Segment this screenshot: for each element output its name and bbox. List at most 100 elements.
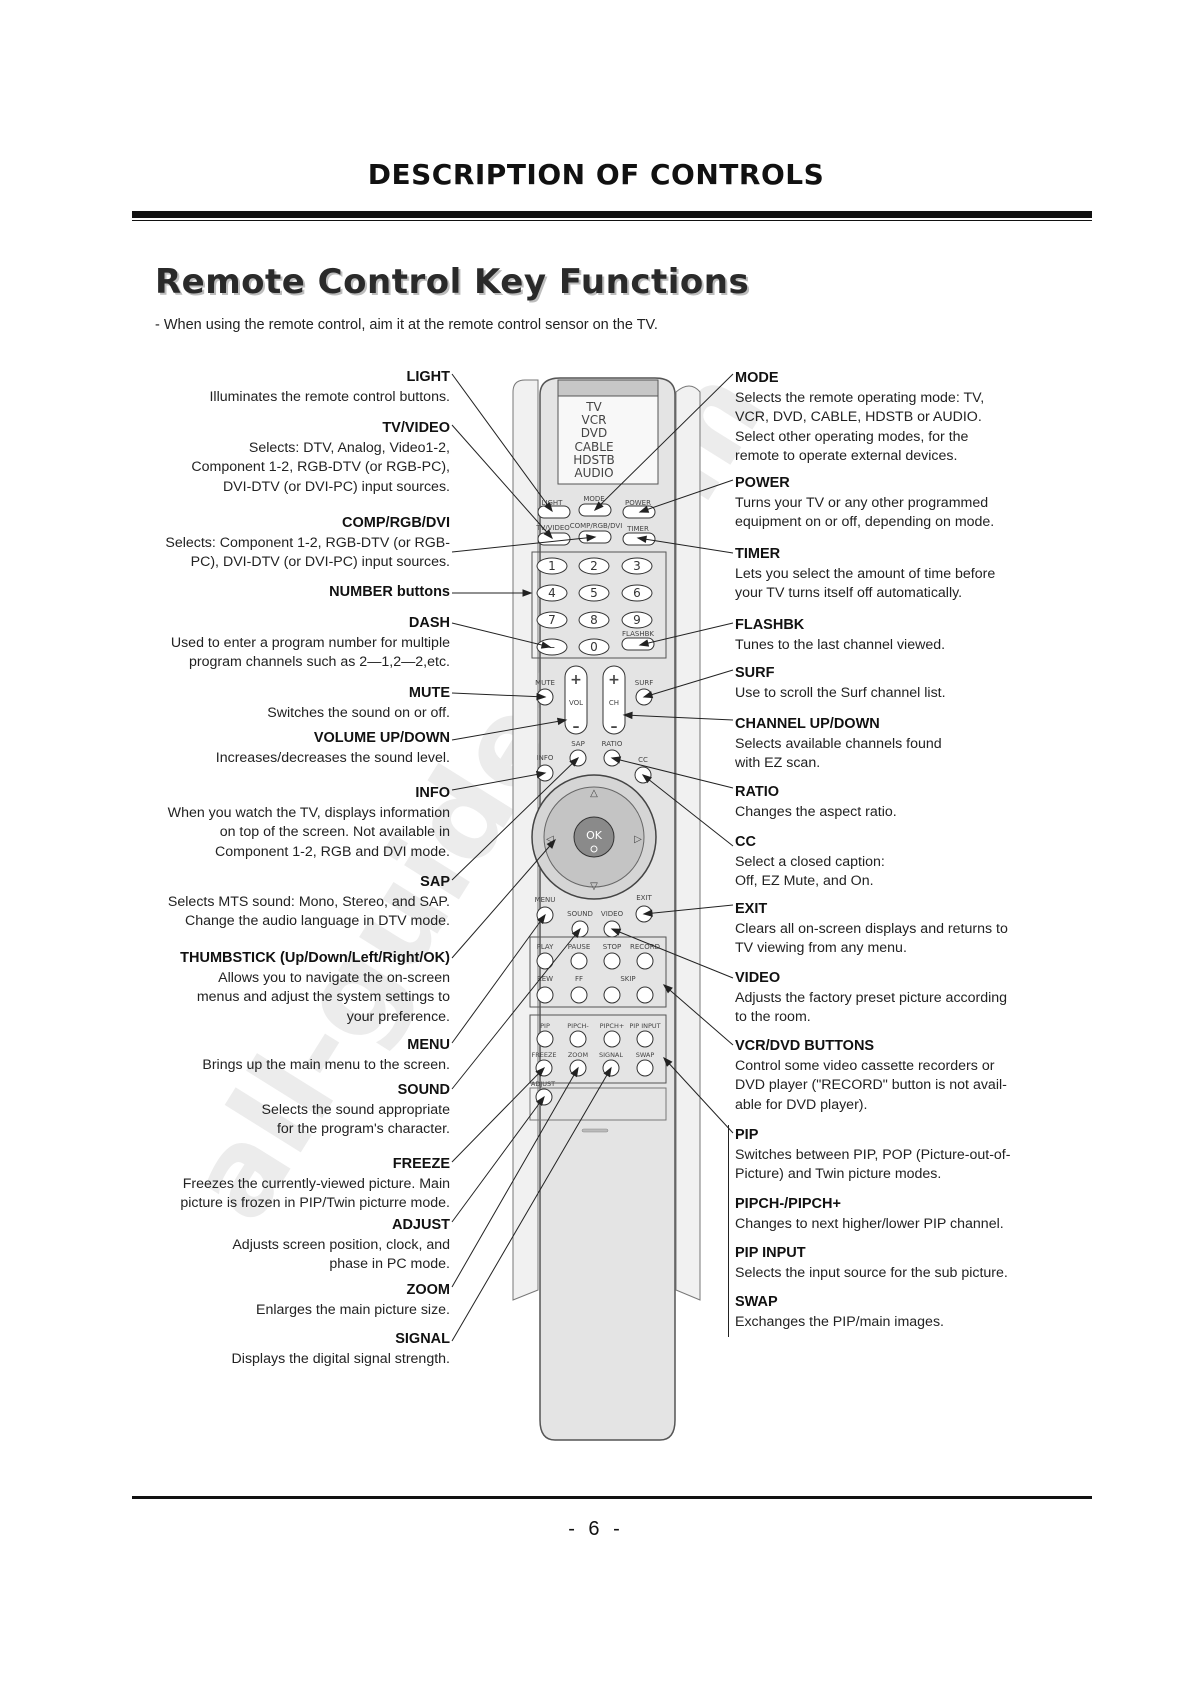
number-button-label: – [549, 640, 555, 654]
pipch-plus-button [603, 1030, 621, 1048]
leader-line [451, 622, 551, 648]
leader-line [451, 914, 546, 1044]
arrowhead-icon [556, 717, 568, 726]
exit-label: EXIT [636, 894, 652, 902]
arrowhead-icon [622, 711, 633, 720]
arrowhead-icon [663, 1056, 673, 1067]
tvvideo-button [537, 532, 571, 546]
light-label: LIGHT [542, 499, 564, 507]
vol-plus-icon: + [570, 672, 582, 688]
number-button-3: 3 [621, 557, 653, 575]
leader-line [611, 928, 734, 979]
arrowhead-icon [586, 534, 597, 542]
number-button-label: 6 [633, 586, 641, 600]
flashbk-label: FLASHBK [622, 630, 654, 638]
sap-label: SAP [571, 740, 585, 748]
arrowhead-icon [570, 1066, 579, 1078]
leader-line [594, 373, 734, 511]
arrowhead-icon [535, 1066, 545, 1077]
pipch-minus-button [569, 1030, 587, 1048]
vol-rocker [564, 665, 588, 735]
leader-line [451, 1096, 545, 1223]
pause-label: PAUSE [568, 943, 591, 951]
leader-line [451, 719, 567, 741]
mode-hdstb: HDSTB [573, 453, 614, 467]
arrowhead-icon [543, 529, 553, 540]
pip-frame [529, 1014, 667, 1084]
mode-label: MODE [583, 495, 604, 503]
number-button-7: 7 [536, 611, 568, 629]
ch-label: CH [609, 699, 619, 707]
number-button-label: 1 [548, 559, 556, 573]
pipinput-label: PIP INPUT [629, 1022, 660, 1030]
arrowhead-icon [636, 535, 647, 544]
arrowhead-icon [610, 756, 622, 764]
arrowhead-icon [571, 927, 581, 938]
sound-label: SOUND [567, 910, 593, 918]
cc-label: CC [638, 756, 648, 764]
up-arrow-icon: △ [590, 788, 598, 799]
intro-text: - When using the remote control, aim it … [155, 317, 658, 333]
flashbk-button [621, 637, 655, 651]
skip-forward-button [636, 986, 654, 1004]
pipch-plus-label: PIPCH+ [600, 1022, 625, 1030]
leader-line [642, 774, 734, 847]
leader-line [451, 1067, 579, 1288]
number-button-0: 0 [578, 638, 610, 656]
ok-label: OK [586, 829, 603, 842]
arrowhead-icon [593, 501, 604, 511]
leader-line [639, 622, 734, 646]
freeze-label: FREEZE [531, 1051, 556, 1059]
surf-label: SURF [635, 679, 653, 687]
pip-label: PIP [540, 1022, 550, 1030]
label-pipch: PIPCH-/PIPCH+Changes to next higher/lowe… [735, 1196, 1004, 1232]
mute-label: MUTE [535, 679, 555, 687]
number-button-5: 5 [578, 584, 610, 602]
arrowhead-icon [603, 1066, 612, 1078]
leader-line [643, 669, 734, 698]
comp-label: COMP/RGB/DVI [570, 522, 623, 530]
vol-minus-icon: – [573, 719, 580, 735]
pipch-minus-label: PIPCH- [567, 1022, 589, 1030]
pause-button [570, 952, 588, 970]
number-button-2: 2 [578, 557, 610, 575]
number-button-4: 4 [536, 584, 568, 602]
stop-button [603, 952, 621, 970]
mode-audio: AUDIO [574, 466, 613, 480]
swap-button [636, 1059, 654, 1077]
leader-line [451, 772, 546, 791]
pip-button [536, 1030, 554, 1048]
mode-vcr: VCR [582, 413, 607, 427]
play-button [536, 952, 554, 970]
number-button-label: 4 [548, 586, 556, 600]
arrowhead-icon [536, 913, 546, 925]
right-arrow-icon: ▷ [634, 834, 642, 845]
power-button [622, 505, 656, 519]
number-button-label: 0 [590, 640, 598, 654]
pip-bracket-line [728, 1125, 729, 1337]
skip-back-button [603, 986, 621, 1004]
number-button-9: 9 [621, 611, 653, 629]
ch-rocker [602, 665, 626, 735]
leader-line [451, 424, 553, 539]
down-arrow-icon: ▽ [590, 881, 598, 892]
label-number-buttons: NUMBER buttons [329, 584, 450, 600]
play-label: PLAY [537, 943, 555, 951]
